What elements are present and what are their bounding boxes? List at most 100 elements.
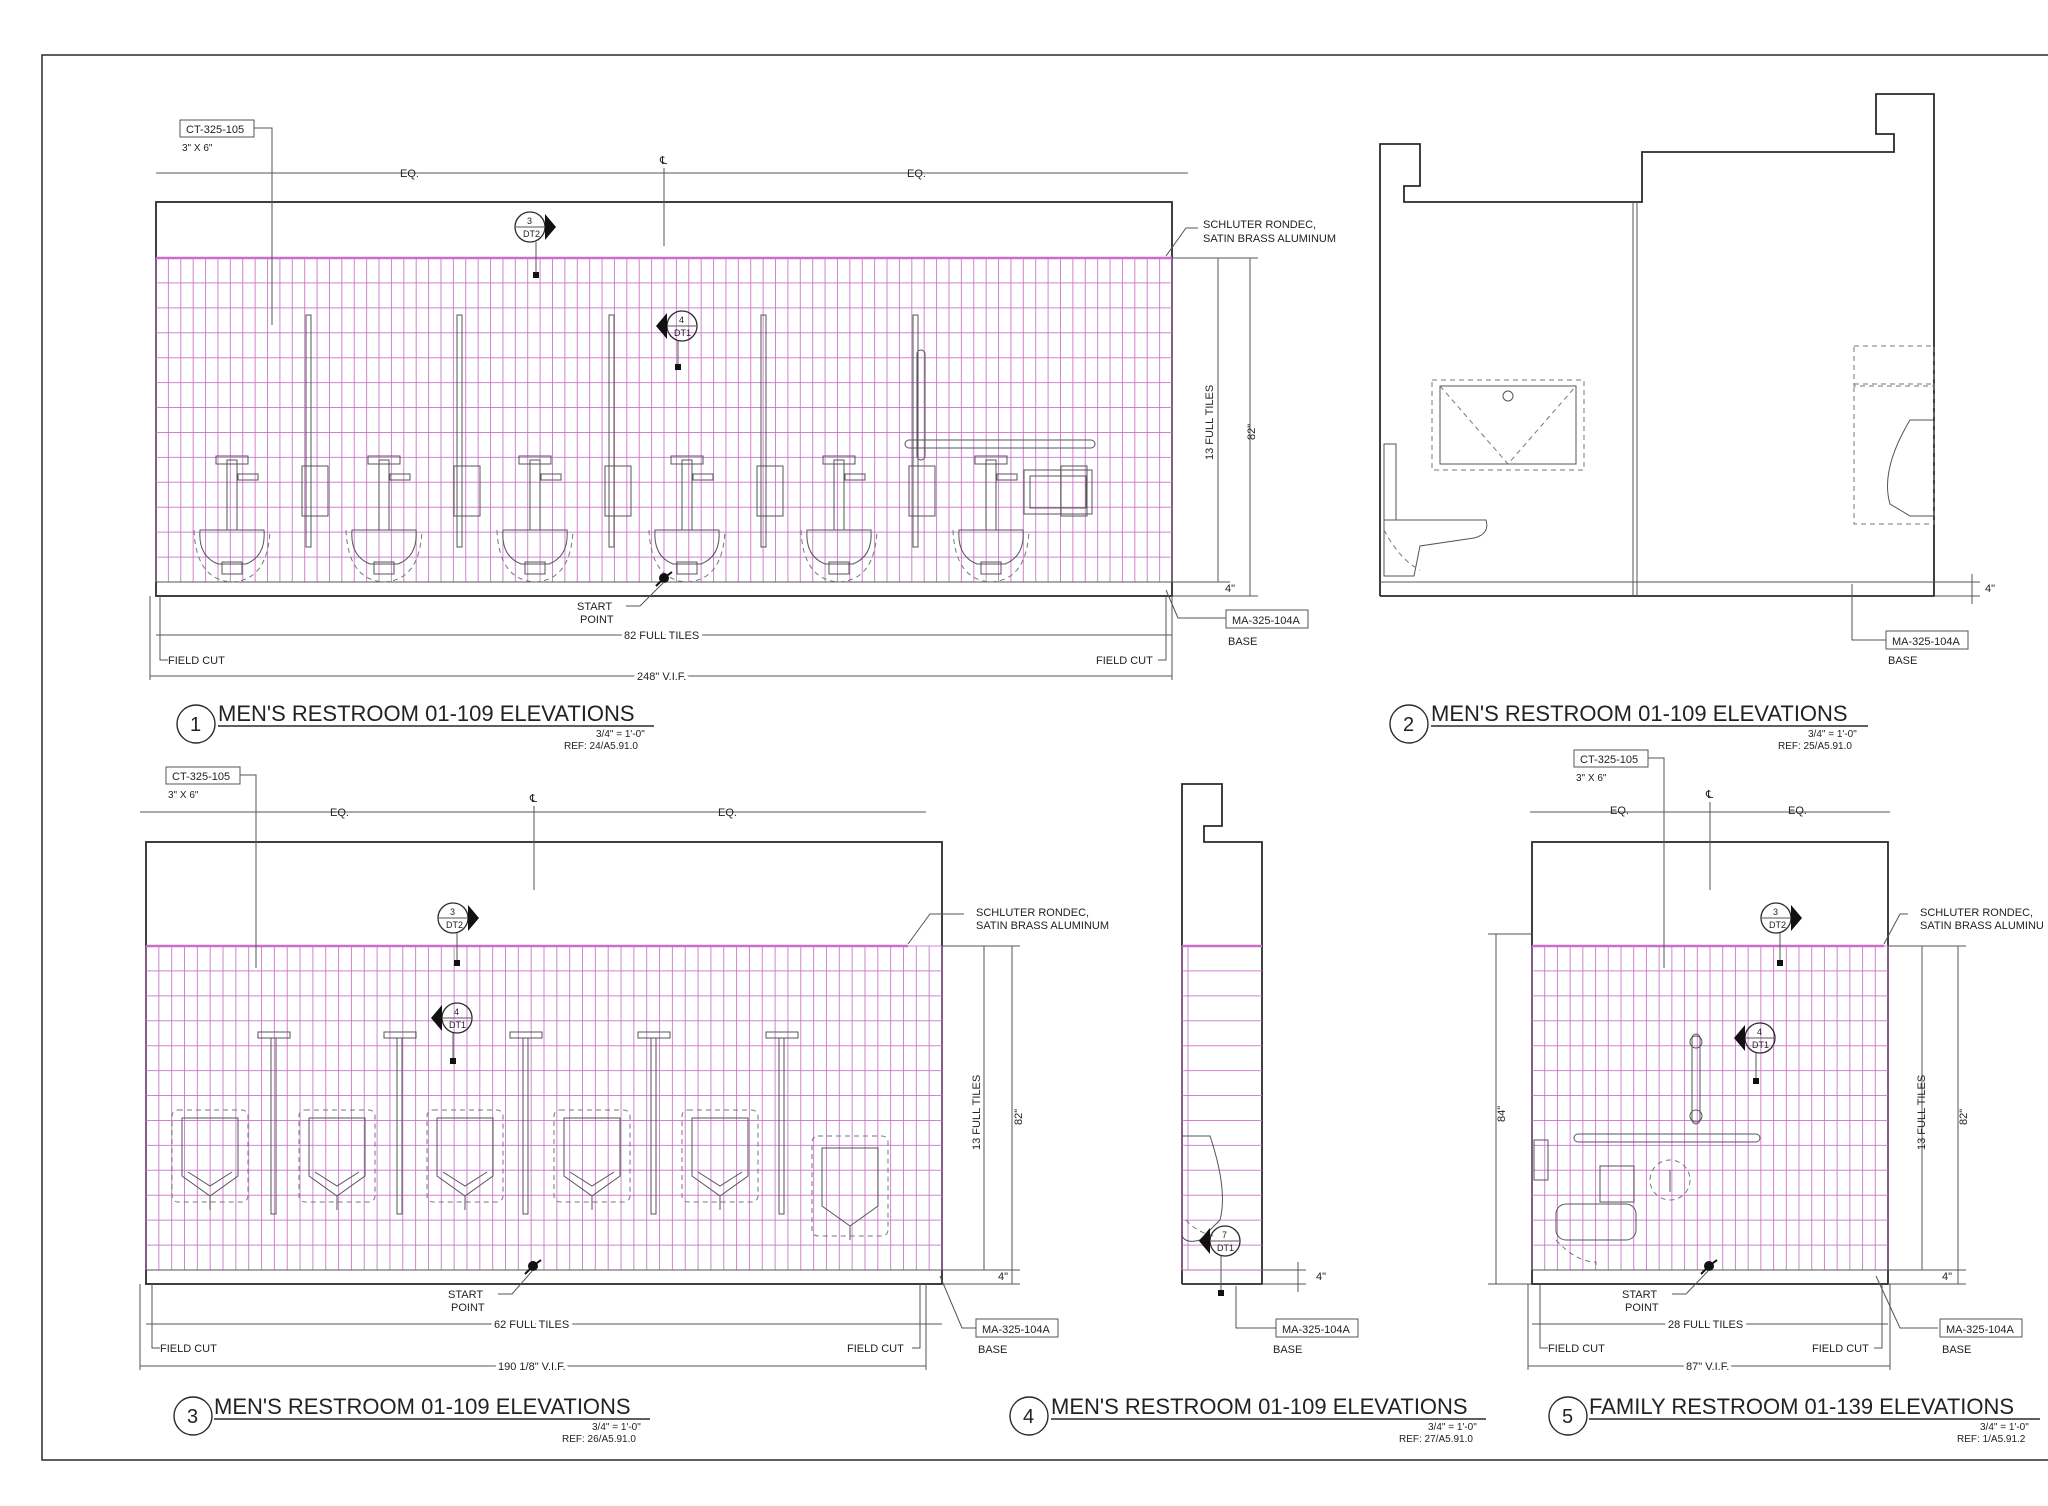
trim-label: SCHLUTER RONDEC, <box>1203 219 1316 231</box>
eq-left-label: EQ. <box>330 807 349 819</box>
section-outline <box>1379 93 1935 597</box>
centerline-symbol: ℄ <box>659 155 667 167</box>
overall-label: 248" V.I.F. <box>637 671 686 683</box>
view-scale: 3/4" = 1'-0" <box>592 1422 641 1433</box>
view-title: MEN'S RESTROOM 01-109 ELEVATIONS <box>218 701 635 726</box>
base-height-label: 4" <box>998 1271 1008 1283</box>
view-ref: REF: 24/A5.91.0 <box>564 741 638 752</box>
section-b-sheet: DT1 <box>674 328 691 338</box>
urinal <box>171 1109 249 1210</box>
material-tag-code: CT-325-105 <box>1580 754 1638 766</box>
view-scale: 3/4" = 1'-0" <box>1980 1422 2029 1433</box>
elevation-4: 7 DT1 4" MA-325-104A BASE 4 MEN'S RESTRO… <box>1009 783 1486 1445</box>
elevation-3: CT-325-105 3" X 6" EQ. EQ. ℄ 3 DT2 4 DT1 <box>139 766 1109 1445</box>
rows-label: 13 FULL TILES <box>1916 1075 1928 1150</box>
height-label: 82" <box>1246 424 1258 440</box>
urinal <box>553 1109 631 1210</box>
mirror <box>1431 379 1585 471</box>
tile-grid <box>145 945 943 1271</box>
base-tag-code: MA-325-104A <box>1946 1324 2015 1336</box>
view-ref: REF: 1/A5.91.2 <box>1957 1434 2026 1445</box>
view-number: 5 <box>1562 1406 1573 1428</box>
base-height-label: 4" <box>1225 583 1235 595</box>
view-ref: REF: 27/A5.91.0 <box>1399 1434 1473 1445</box>
view-title: MEN'S RESTROOM 01-109 ELEVATIONS <box>214 1394 631 1419</box>
section-b-number: 4 <box>679 315 684 325</box>
start-label: START <box>1622 1289 1657 1301</box>
urinals <box>171 1109 759 1210</box>
section-sheet: DT1 <box>1217 1243 1234 1253</box>
field-cut-right: FIELD CUT <box>1096 655 1153 667</box>
section-number: 7 <box>1222 1230 1227 1240</box>
section-b-number: 4 <box>454 1007 459 1017</box>
grab-bars <box>904 349 1096 515</box>
full-tiles-label: 62 FULL TILES <box>494 1319 569 1331</box>
paper-dispenser <box>1649 1159 1691 1201</box>
section-b-sheet: DT1 <box>449 1020 466 1030</box>
section-b-sheet: DT1 <box>1752 1040 1769 1050</box>
field-cut-right: FIELD CUT <box>1812 1343 1869 1355</box>
eq-left-label: EQ. <box>400 168 419 180</box>
base-height-label: 4" <box>1942 1271 1952 1283</box>
view-number-circle <box>173 1396 213 1436</box>
field-cut-right: FIELD CUT <box>847 1343 904 1355</box>
material-tag-size: 3" X 6" <box>1576 773 1607 784</box>
water-closet <box>952 455 1088 583</box>
left-height-label: 84" <box>1496 1106 1508 1122</box>
water-closet <box>345 455 481 583</box>
base-leader <box>1165 589 1226 619</box>
accessible-urinal <box>811 1135 889 1240</box>
tile-grid <box>155 257 1173 583</box>
grab-bars <box>1573 1033 1761 1143</box>
view-number-circle <box>1548 1396 1588 1436</box>
view-number: 3 <box>187 1406 198 1428</box>
material-tag-code: CT-325-105 <box>172 771 230 783</box>
section-a-sheet: DT2 <box>1769 920 1786 930</box>
toilet-partitions <box>305 314 919 548</box>
field-cut-left: FIELD CUT <box>1548 1343 1605 1355</box>
sheet-border <box>41 54 2048 1461</box>
elevation-2: 4" MA-325-104A BASE 2 MEN'S RESTROOM 01-… <box>1379 93 1995 752</box>
toilet-side-view <box>1383 443 1488 577</box>
start-label-2: POINT <box>580 614 614 626</box>
view-scale: 3/4" = 1'-0" <box>1428 1422 1477 1433</box>
field-cut-left: FIELD CUT <box>168 655 225 667</box>
tag-leader <box>254 127 273 325</box>
view-title: MEN'S RESTROOM 01-109 ELEVATIONS <box>1431 701 1848 726</box>
tile-grid <box>1181 945 1262 1271</box>
rows-label: 13 FULL TILES <box>971 1075 983 1150</box>
trim-label-2: SATIN BRASS ALUMINU <box>1920 920 2044 932</box>
eq-right-label: EQ. <box>907 168 926 180</box>
base-height-label: 4" <box>1985 583 1995 595</box>
start-label: START <box>448 1289 483 1301</box>
section-marker-4-dt1: 4 DT1 <box>1734 1022 1776 1084</box>
section-outline <box>1181 783 1263 1285</box>
rows-label: 13 FULL TILES <box>1204 385 1216 460</box>
section-marker-3-dt2: 3 DT2 <box>514 211 556 278</box>
view-number-circle <box>1389 704 1429 744</box>
full-tiles-label: 82 FULL TILES <box>624 630 699 642</box>
view-scale: 3/4" = 1'-0" <box>596 729 645 740</box>
elevation-1: CT-325-105 3" X 6" EQ. EQ. ℄ 3 DT2 4 DT1 <box>149 119 1336 752</box>
full-tiles-label: 28 FULL TILES <box>1668 1319 1743 1331</box>
start-point-marker <box>498 1259 542 1295</box>
base-tag-box <box>975 1318 1059 1338</box>
view-number-circle <box>176 704 216 744</box>
section-marker-4-dt1: 4 DT1 <box>431 1002 473 1064</box>
base-tag-label: BASE <box>978 1344 1007 1356</box>
urinal <box>298 1109 376 1210</box>
base-tag-code: MA-325-104A <box>982 1324 1051 1336</box>
material-tag-size: 3" X 6" <box>182 143 213 154</box>
water-closet <box>800 455 936 583</box>
section-a-number: 3 <box>527 216 532 226</box>
water-closet <box>496 455 632 583</box>
height-label: 82" <box>1958 1109 1970 1125</box>
material-tag-size: 3" X 6" <box>168 790 199 801</box>
trim-leader <box>1165 227 1198 257</box>
section-b-number: 4 <box>1757 1027 1762 1037</box>
toilet <box>1533 1139 1637 1270</box>
section-marker-4-dt1: 4 DT1 <box>656 310 698 370</box>
eq-right-label: EQ. <box>1788 805 1807 817</box>
view-number: 4 <box>1023 1406 1034 1428</box>
elevation-5: CT-325-105 3" X 6" EQ. EQ. ℄ 3 DT2 4 DT1 <box>1488 749 2044 1445</box>
